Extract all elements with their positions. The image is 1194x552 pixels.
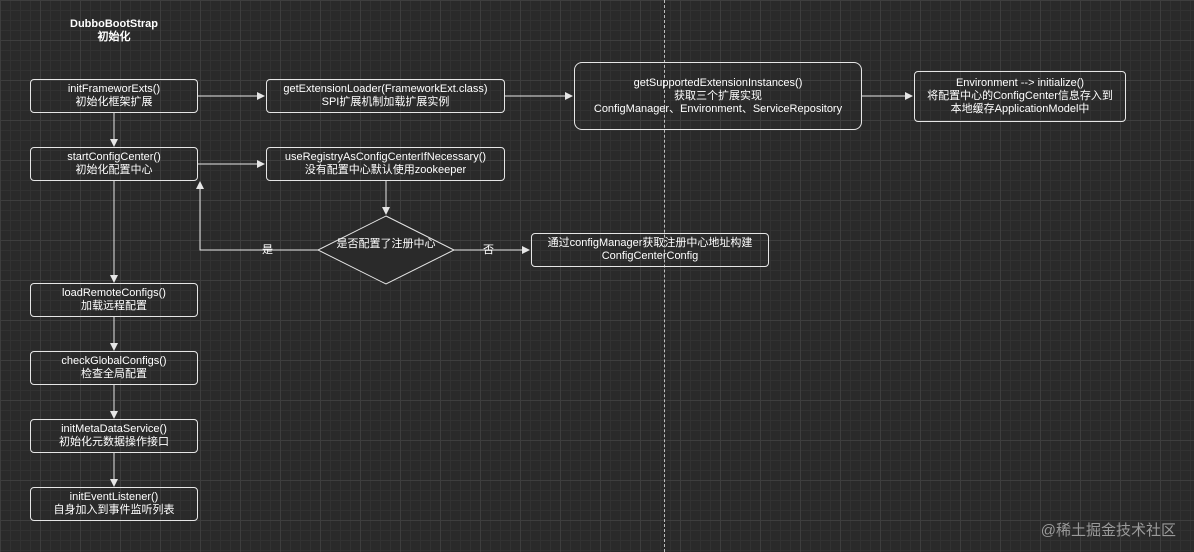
node-init-event-listener: initEventListener() 自身加入到事件监听列表 (30, 487, 198, 521)
watermark: @稀土掘金技术社区 (1040, 522, 1176, 539)
node-check-global-configs: checkGlobalConfigs() 检查全局配置 (30, 351, 198, 385)
node-load-remote-configs: loadRemoteConfigs() 加载远程配置 (30, 283, 198, 317)
dashed-divider (664, 0, 665, 552)
node-init-metadata-service: initMetaDataService() 初始化元数据操作接口 (30, 419, 198, 453)
node-start-config-center: startConfigCenter() 初始化配置中心 (30, 147, 198, 181)
node-build-config-center-config: 通过configManager获取注册中心地址构建 ConfigCenterCo… (531, 233, 769, 267)
decision-diamond (316, 215, 456, 285)
node-get-supported-extension-instances: getSupportedExtensionInstances() 获取三个扩展实… (574, 62, 862, 130)
edge-label-no: 否 (483, 244, 494, 256)
node-environment-initialize: Environment --> initialize() 将配置中心的Confi… (914, 71, 1126, 122)
edge-decision-yes (196, 181, 318, 251)
edge-label-yes: 是 (262, 244, 273, 256)
node-use-registry-as-config-center: useRegistryAsConfigCenterIfNecessary() 没… (266, 147, 505, 181)
node-init-framework-exts: initFrameworExts() 初始化框架扩展 (30, 79, 198, 113)
node-get-extension-loader: getExtensionLoader(FrameworkExt.class) S… (266, 79, 505, 113)
decision-label: 是否配置了注册中心 (336, 238, 436, 250)
diagram-title: DubboBootStrap 初始化 (70, 18, 158, 43)
